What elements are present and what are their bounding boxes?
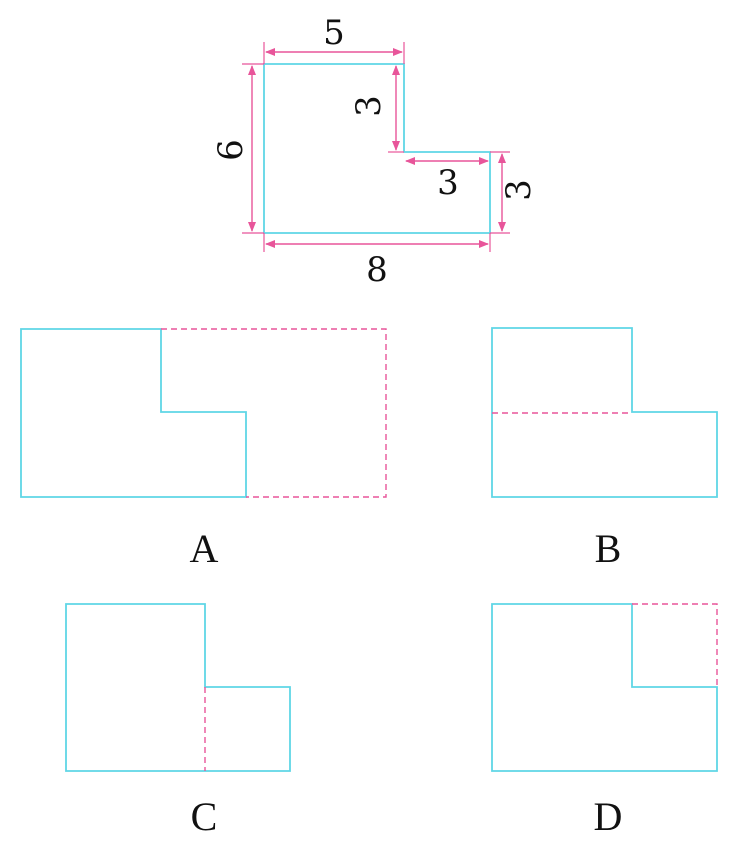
dim-top-label: 5 <box>323 13 345 53</box>
main-l-shape <box>263 63 491 234</box>
dim-notch-depth-label: 3 <box>349 95 389 117</box>
option-a-dashed-extension <box>161 328 387 498</box>
dim-notch-width-label: 3 <box>437 163 459 203</box>
option-a-shape <box>20 328 247 498</box>
option-b-shape <box>491 327 718 498</box>
option-c-label: C <box>191 794 218 839</box>
dim-bottom-label: 8 <box>366 250 388 290</box>
option-b: B <box>491 327 718 571</box>
option-c: C <box>65 603 291 839</box>
dim-left-label: 6 <box>211 139 251 161</box>
option-d-label: D <box>594 794 623 839</box>
option-a-label: A <box>190 526 219 571</box>
option-d: D <box>491 603 718 839</box>
option-a: A <box>20 328 387 571</box>
option-c-shape <box>65 603 291 772</box>
option-d-shape <box>491 603 718 772</box>
option-d-dashed-completion <box>632 603 718 687</box>
main-l-shape-group: 5 6 3 3 3 8 <box>211 13 539 290</box>
dim-right-label: 3 <box>499 179 539 201</box>
option-b-label: B <box>595 526 622 571</box>
